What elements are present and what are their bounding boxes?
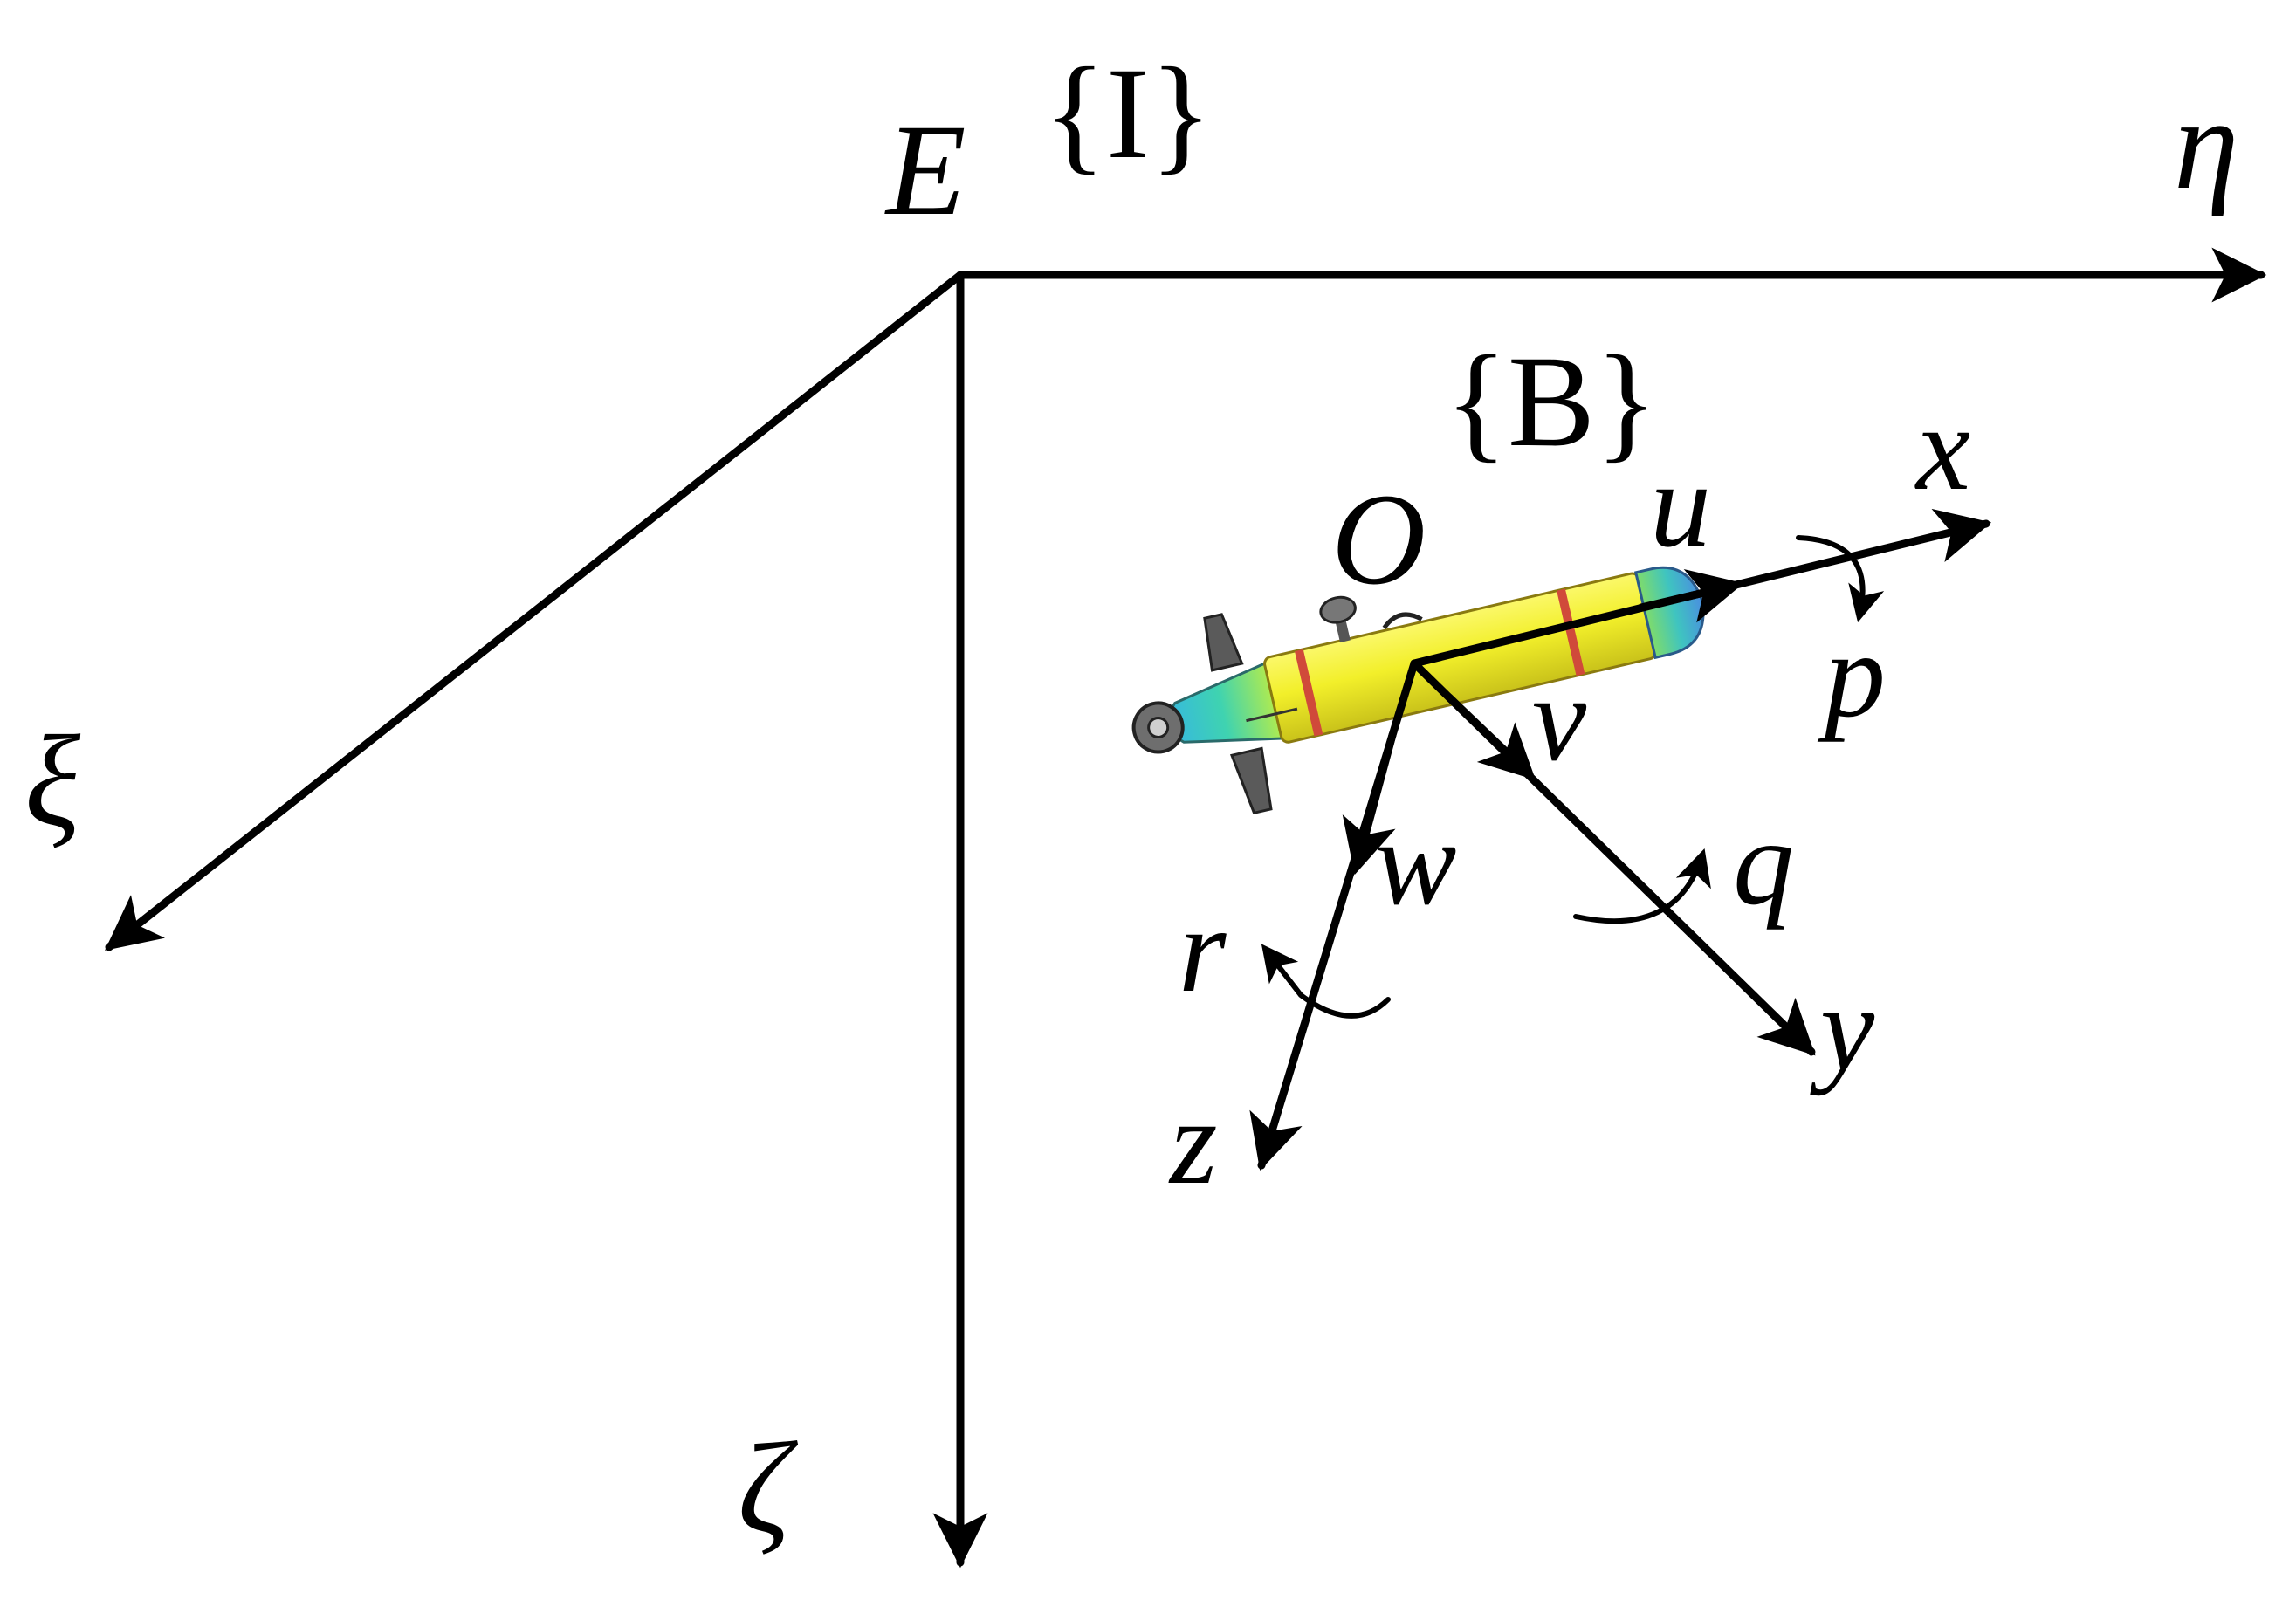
origin-o-label: O bbox=[1331, 467, 1426, 612]
zeta-label: ζ bbox=[738, 1416, 799, 1561]
frame-i-label: {I} bbox=[1043, 41, 1213, 186]
auv-vehicle bbox=[1131, 566, 1705, 815]
side-detail bbox=[1246, 707, 1298, 723]
mast-head bbox=[1319, 595, 1357, 624]
upper-fin bbox=[1203, 613, 1244, 672]
handle bbox=[1382, 612, 1423, 629]
u-velocity-arrow bbox=[1637, 569, 1744, 623]
lower-fin bbox=[1229, 746, 1273, 815]
inertial-frame: E {I} η ξ ζ bbox=[24, 41, 2267, 1569]
origin-e-label: E bbox=[884, 98, 966, 243]
x-label: x bbox=[1914, 381, 1970, 516]
r-rotation-arrow bbox=[1261, 944, 1391, 1019]
hull bbox=[1263, 572, 1658, 744]
u-label: u bbox=[1650, 437, 1711, 573]
band-front bbox=[1557, 588, 1585, 676]
y-label: y bbox=[1810, 961, 1875, 1096]
v-label: v bbox=[1532, 651, 1587, 786]
propeller-center bbox=[1147, 716, 1170, 738]
xi-axis bbox=[105, 271, 965, 951]
v-velocity-arrow bbox=[1445, 693, 1536, 780]
q-label: q bbox=[1733, 795, 1794, 930]
p-label: p bbox=[1817, 608, 1886, 743]
w-velocity-arrow bbox=[1342, 731, 1397, 876]
z-label: z bbox=[1168, 1075, 1217, 1210]
r-label: r bbox=[1179, 882, 1227, 1018]
band-rear bbox=[1295, 649, 1323, 737]
body-frame: O {B} x u p v w q r y z bbox=[1168, 329, 1992, 1210]
w-label: w bbox=[1375, 795, 1456, 930]
q-rotation-arrow bbox=[1573, 848, 1711, 924]
xi-label: ξ bbox=[24, 709, 81, 854]
eta-label: η bbox=[2174, 72, 2238, 216]
p-rotation-arrow bbox=[1796, 535, 1885, 623]
frame-b-label: {B} bbox=[1445, 329, 1658, 474]
